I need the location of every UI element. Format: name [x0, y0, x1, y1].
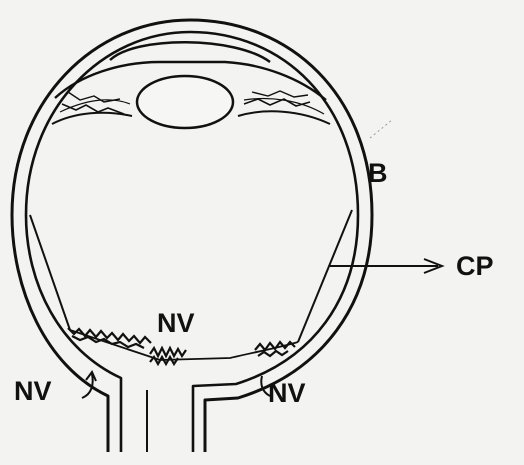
label-nv-left: NV: [14, 378, 52, 405]
cornea: [110, 42, 270, 62]
label-nv-right: NV: [268, 380, 306, 407]
nv-left-pointer-head: [86, 372, 96, 381]
scan-mark: [370, 120, 392, 138]
label-nv-center: NV: [157, 310, 195, 337]
lens: [137, 76, 233, 128]
label-b: B: [368, 160, 388, 187]
label-cp: CP: [456, 253, 494, 280]
